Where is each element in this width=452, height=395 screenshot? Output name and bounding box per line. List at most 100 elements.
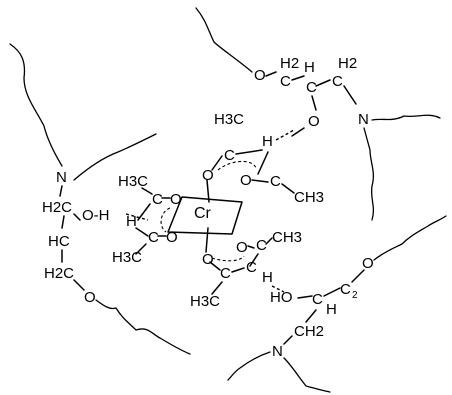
methyl-bond	[211, 281, 223, 295]
ether-oxygen: O	[362, 255, 374, 272]
chain-bond	[311, 95, 317, 111]
axial-bond-bottom	[205, 227, 209, 253]
chain-carbon: C	[280, 73, 291, 90]
methine-hc: HC	[48, 233, 70, 250]
ring-carbon: C	[220, 265, 231, 282]
methyl-bond	[265, 237, 273, 245]
h3c-label: H3C	[190, 293, 220, 310]
hydroxyl-oxygen: O	[308, 113, 320, 130]
chain-bond	[73, 213, 81, 221]
chain-bond	[343, 85, 357, 105]
alkyl-chain	[363, 127, 375, 221]
hydrogen-bond	[271, 285, 285, 293]
ring-carbon: C	[148, 229, 159, 246]
ring-bond	[235, 149, 263, 155]
methylene-h2c: H2C	[44, 265, 74, 282]
methyl-ch3: CH3	[272, 229, 302, 246]
chain-carbon: C	[306, 79, 317, 96]
polymer-chain-top-right: O H2 C H C O H2 C N	[195, 7, 441, 221]
ring-carbon: C	[152, 191, 163, 208]
methylene-ch2: CH2	[294, 323, 324, 340]
coordination-square	[167, 196, 243, 235]
ether-oxygen: O	[254, 67, 266, 84]
acac-ligand-bottom: O C C CH3 O C H H3C	[190, 229, 302, 310]
hydrogen-bond	[275, 129, 295, 141]
methylene-h2c: H2C	[42, 199, 72, 216]
polymer-backbone	[373, 215, 447, 261]
chain-carbon: C	[312, 291, 323, 308]
acac-ligand-left: H3C C O H C O H3C	[112, 173, 182, 266]
ring-oxygen: O	[236, 239, 248, 256]
methyl-bond	[141, 187, 153, 195]
ring-bond	[247, 245, 255, 249]
ether-oxygen: O	[84, 289, 96, 306]
chain-bond	[323, 287, 341, 297]
h3c-label: H3C	[214, 111, 244, 128]
alkyl-chain	[73, 133, 157, 181]
ring-carbon: C	[246, 259, 257, 276]
polymer-chain-bottom-right: HO C H C 2 O CH2 N	[227, 215, 447, 393]
alkyl-chain	[283, 357, 331, 393]
ring-oxygen: O	[202, 167, 214, 184]
ring-bond	[231, 267, 245, 273]
ring-hydrogen: H	[126, 213, 137, 230]
alkyl-chain	[371, 114, 441, 121]
delocalization-arc	[160, 207, 171, 233]
chain-bond	[315, 79, 331, 87]
amine-nitrogen: N	[358, 111, 369, 128]
chromium-center: Cr	[167, 179, 243, 253]
chain-bond	[59, 185, 63, 197]
hydroxyl-group: O-H	[82, 207, 110, 224]
methine-h: H	[304, 59, 315, 76]
ring-bond	[251, 179, 269, 183]
chain-bond	[291, 127, 305, 137]
methine-h: H	[326, 301, 337, 318]
amine-nitrogen: N	[56, 169, 67, 186]
chain-bond	[305, 309, 317, 323]
chain-bond	[351, 269, 365, 283]
methyl-bond	[281, 183, 295, 194]
methyl-bond	[135, 243, 147, 255]
ring-oxygen: O	[240, 172, 252, 189]
ring-carbon: C	[224, 147, 235, 164]
hydroxyl-group: HO	[270, 289, 293, 306]
polymer-backbone	[95, 299, 191, 355]
chain-bond	[73, 279, 85, 291]
alkyl-chain	[227, 351, 271, 381]
chain-carbon: C	[340, 281, 351, 298]
ring-carbon: C	[256, 237, 267, 254]
delocalization-arc	[217, 160, 257, 171]
subscript-2: 2	[352, 290, 358, 301]
amine-nitrogen: N	[272, 343, 283, 360]
alkyl-chain	[9, 43, 63, 167]
hydrogen-bond	[125, 213, 149, 221]
ring-bond	[209, 261, 221, 271]
chain-bond	[265, 71, 277, 77]
chain-carbon: C	[332, 73, 343, 90]
ring-carbon: C	[270, 173, 281, 190]
methyl-ch3: CH3	[294, 189, 324, 206]
h3c-label: H3C	[118, 173, 148, 190]
ring-bond	[211, 155, 223, 171]
chromium-label: Cr	[194, 205, 212, 222]
ring-hydrogen: H	[262, 269, 273, 286]
ring-oxygen: O	[166, 229, 178, 246]
methylene-h2: H2	[338, 55, 357, 72]
polymer-chain-left: N H2C O-H HC H2C O	[9, 43, 191, 355]
acac-ligand-top: H3C O C H O C CH3	[202, 111, 324, 206]
chain-bond	[61, 215, 65, 229]
delocalization-arc	[211, 255, 245, 262]
chain-bond	[297, 295, 313, 299]
ring-bond	[135, 227, 149, 237]
ring-oxygen: O	[202, 251, 214, 268]
ring-oxygen: O	[170, 191, 182, 208]
chain-bond	[291, 75, 305, 81]
ring-bond	[137, 203, 151, 221]
ring-bond	[249, 253, 259, 267]
polymer-backbone	[195, 7, 253, 73]
methylene-h2: H2	[280, 55, 299, 72]
h3c-label: H3C	[112, 249, 142, 266]
chain-bond	[283, 335, 293, 345]
ring-bond	[257, 151, 269, 175]
